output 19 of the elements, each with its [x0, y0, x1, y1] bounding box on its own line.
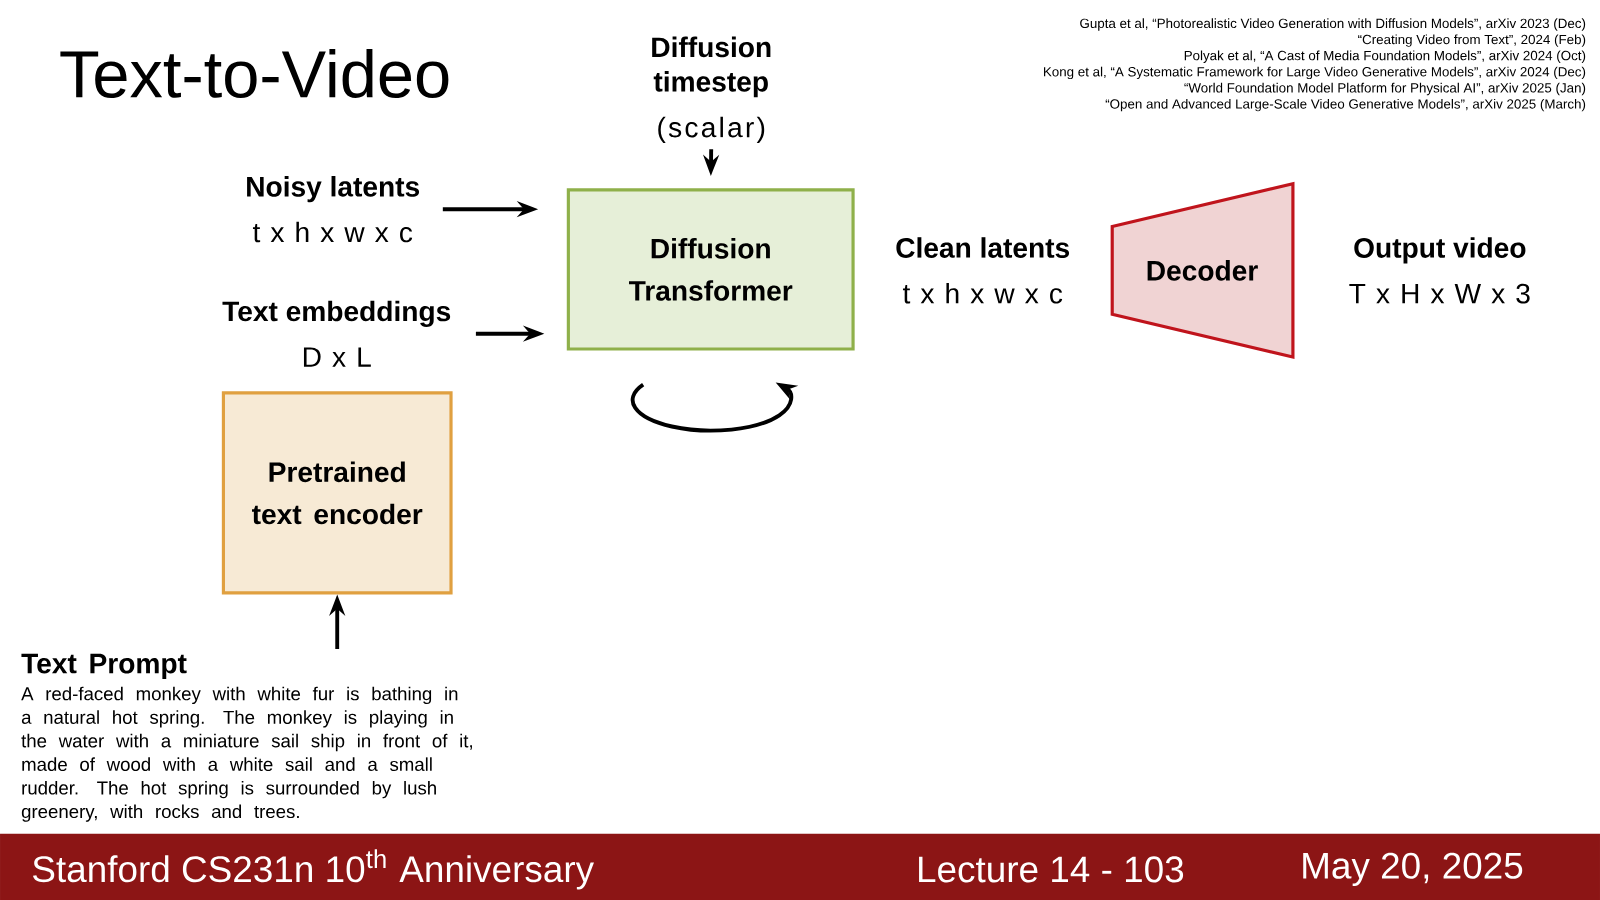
reference-text: Kong et al, “A Systematic Framework for Large Video Generative Models”, arXiv 2024 (Dec): [1044, 66, 1586, 80]
footer-text: May 20, 2025: [1303, 852, 1523, 887]
footer-text: Lecture 14 - 103: [919, 856, 1184, 883]
reference-text: “Open and Advanced Large-Scale Video Generative Models”, arXiv 2025 (March): [1105, 98, 1586, 112]
text-label: Noisy latents t x h x w x c: [247, 176, 420, 243]
reference-text: “Creating Video from Text”, 2024 (Feb): [1358, 34, 1586, 47]
prompt-text: Text Prompt A red-faced monkey with white fur is bathing in a natural hot spring. The monkey is playing in the water with a miniature sail ship in front of it, made of wood with a white sail and a small rudder. The hot spring is surrounded by lush greenery, with rocks and trees.: [21, 653, 472, 822]
reference-text: Polyak et al, “A Cast of Media Foundation Models”, arXiv 2024 (Oct): [1184, 50, 1586, 63]
text-label: Text embeddings D x L: [222, 300, 451, 367]
text-label: Diffusion timestep (scalar): [652, 36, 771, 143]
process-box: Pretrained text encoder: [221, 391, 453, 595]
reference-text: Gupta et al, “Photorealistic Video Generation with Diffusion Models”, arXiv 2023 (Dec): [1080, 18, 1586, 31]
reference-text: “World Foundation Model Platform for Physical AI”, arXiv 2025 (Jan): [1184, 82, 1586, 96]
text-label: Output video T x H x W x 3: [1349, 237, 1530, 304]
footer-text: Stanford CS231n 10$^{th}$ Anniversary: [32, 849, 594, 890]
text-label: Clean latents t x h x w x c: [896, 237, 1070, 304]
decoder-trapezoid: Decoder: [1110, 181, 1295, 360]
slide-title: Text-to-Video: [60, 48, 449, 98]
process-box: Diffusion Transformer: [566, 188, 855, 351]
